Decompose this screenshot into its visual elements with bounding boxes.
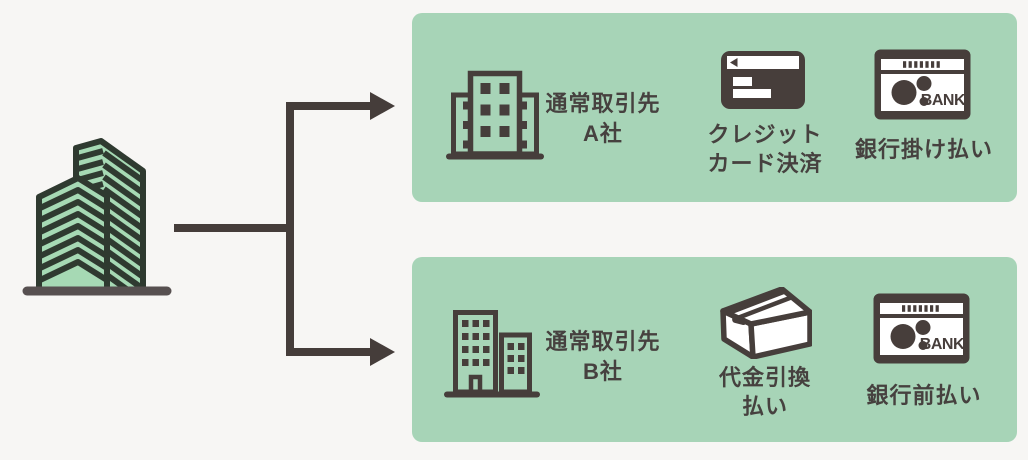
package-box-icon (720, 287, 812, 359)
arrowhead-top (370, 92, 395, 120)
bank-text: BANK (921, 92, 966, 109)
payment-a2-label: 銀行掛け払い (854, 137, 993, 162)
partner-a-panel: 通常取引先 A社 クレジット カード決済 (412, 13, 1017, 202)
office-building-icon (446, 70, 544, 160)
bank-passbook-icon: BANK (873, 293, 970, 364)
bank-passbook-icon: BANK (874, 49, 971, 120)
arrowhead-bottom (370, 338, 395, 366)
company-skyscraper-icon (22, 138, 172, 296)
fork-arrows (174, 92, 395, 366)
company-a-line2: A社 (583, 121, 623, 146)
two-towers-building-icon (444, 310, 540, 398)
payment-a1-line2: カード決済 (707, 151, 823, 176)
payment-a1-label: クレジット カード決済 (682, 120, 848, 178)
company-a-label: 通常取引先 A社 (518, 89, 688, 149)
company-b-label: 通常取引先 B社 (518, 327, 688, 387)
partner-b-panel: 通常取引先 B社 代金引換 払い (412, 257, 1017, 442)
payment-b1-line1: 代金引換 (718, 365, 811, 390)
company-b-line1: 通常取引先 (545, 329, 661, 354)
credit-card-icon (721, 51, 805, 109)
payment-a1-line1: クレジット (707, 122, 823, 147)
company-b-line2: B社 (583, 359, 623, 384)
bank-text: BANK (920, 336, 965, 353)
company-a-line1: 通常取引先 (545, 91, 661, 116)
payment-b2-label: 銀行前払い (866, 383, 982, 408)
payment-b1-line2: 払い (741, 394, 788, 419)
payment-b1-label: 代金引換 払い (682, 363, 848, 421)
